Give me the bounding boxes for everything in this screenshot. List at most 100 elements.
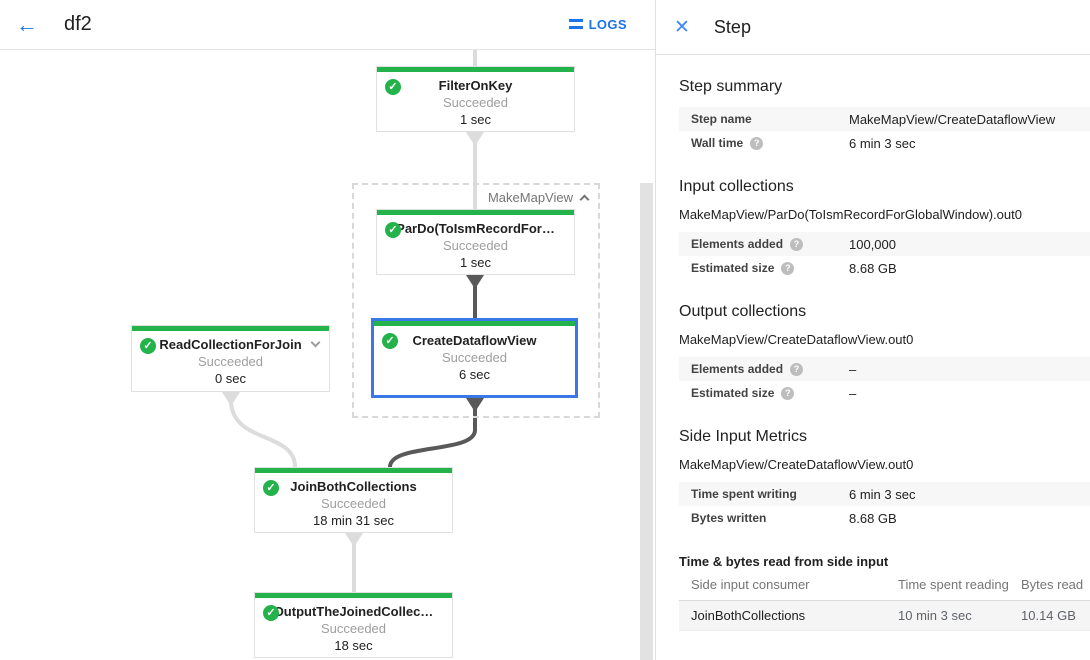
row-value: – bbox=[849, 385, 857, 401]
section-title-input-collections: Input collections bbox=[679, 178, 794, 195]
side-input-table-title: Time & bytes read from side input bbox=[679, 554, 889, 569]
help-icon[interactable] bbox=[781, 386, 795, 400]
graph-node-filteronkey[interactable]: FilterOnKey Succeeded 1 sec bbox=[376, 66, 575, 132]
back-arrow-icon[interactable]: ← bbox=[16, 11, 38, 37]
edge-arrow bbox=[222, 392, 240, 406]
cell-time-reading: 10 min 3 sec bbox=[898, 608, 972, 623]
col-bytes-read: Bytes read bbox=[1021, 577, 1084, 592]
node-time: 6 sec bbox=[458, 367, 491, 382]
success-check-icon bbox=[382, 333, 398, 349]
node-status: Succeeded bbox=[320, 496, 387, 511]
job-graph-canvas[interactable]: MakeMapView FilterOnKey Succeeded 1 sec … bbox=[0, 50, 655, 660]
input-collection-name: MakeMapView/ParDo(ToIsmRecordForGlobalWi… bbox=[679, 207, 1022, 222]
row-estimated-size: Estimated size – bbox=[679, 381, 1090, 405]
node-status-bar bbox=[374, 321, 575, 326]
cell-bytes-read: 10.14 GB bbox=[1021, 608, 1076, 623]
cell-consumer: JoinBothCollections bbox=[691, 608, 806, 623]
row-value: 8.68 GB bbox=[849, 510, 897, 526]
row-label: Elements added bbox=[691, 237, 784, 251]
node-status: Succeeded bbox=[442, 238, 509, 253]
row-value: MakeMapView/CreateDataflowView bbox=[849, 111, 1056, 127]
top-bar: ← df2 LOGS bbox=[0, 0, 655, 50]
chevron-up-icon bbox=[579, 194, 590, 205]
node-status: Succeeded bbox=[197, 354, 264, 369]
node-status: Succeeded bbox=[442, 95, 509, 110]
section-title-step-summary: Step summary bbox=[679, 78, 783, 95]
success-check-icon bbox=[140, 338, 156, 354]
graph-node-outputthejoined[interactable]: OutputTheJoinedCollec… Succeeded 18 sec bbox=[254, 592, 453, 658]
row-label: Step name bbox=[691, 112, 752, 126]
graph-scrollbar[interactable] bbox=[640, 183, 653, 660]
node-status-bar bbox=[377, 67, 574, 72]
row-wall-time: Wall time 6 min 3 sec bbox=[679, 131, 1090, 155]
node-status: Succeeded bbox=[441, 350, 508, 365]
node-title: OutputTheJoinedCollec… bbox=[273, 604, 434, 619]
panel-body: Step summary Step name MakeMapView/Creat… bbox=[656, 78, 1090, 631]
logs-button[interactable]: LOGS bbox=[568, 17, 627, 32]
node-time: 18 min 31 sec bbox=[313, 513, 394, 528]
edge-read-join bbox=[229, 399, 297, 468]
graph-node-createdataflowview[interactable]: CreateDataflowView Succeeded 6 sec bbox=[371, 318, 578, 398]
node-status-bar bbox=[132, 326, 329, 331]
output-collection-name: MakeMapView/CreateDataflowView.out0 bbox=[679, 332, 914, 347]
row-elements-added: Elements added – bbox=[679, 357, 1090, 381]
node-status-bar bbox=[255, 468, 452, 473]
node-status-bar bbox=[377, 210, 574, 215]
node-title: ReadCollectionForJoin bbox=[159, 337, 302, 352]
graph-pane: ← df2 LOGS MakeM bbox=[0, 0, 655, 660]
success-check-icon bbox=[263, 480, 279, 496]
row-label: Bytes written bbox=[691, 511, 767, 525]
row-label: Estimated size bbox=[691, 261, 775, 275]
edge-arrow bbox=[466, 132, 484, 146]
row-value: 100,000 bbox=[849, 236, 896, 252]
close-icon[interactable]: ✕ bbox=[674, 16, 690, 38]
panel-title: Step bbox=[713, 16, 751, 37]
success-check-icon bbox=[263, 605, 279, 621]
row-bytes-written: Bytes written 8.68 GB bbox=[679, 506, 1090, 530]
node-time: 0 sec bbox=[214, 371, 247, 386]
panel-header: ✕ Step bbox=[656, 0, 1090, 55]
graph-node-readcollectionforjoin[interactable]: ReadCollectionForJoin Succeeded 0 sec bbox=[131, 325, 330, 392]
row-value: 8.68 GB bbox=[849, 260, 897, 276]
node-title: JoinBothCollections bbox=[290, 479, 417, 494]
col-side-input-consumer: Side input consumer bbox=[691, 577, 810, 592]
node-status-bar bbox=[255, 593, 452, 598]
row-step-name: Step name MakeMapView/CreateDataflowView bbox=[679, 107, 1090, 131]
help-icon[interactable] bbox=[790, 362, 804, 376]
row-label: Elements added bbox=[691, 362, 784, 376]
help-icon[interactable] bbox=[781, 261, 795, 275]
graph-node-joinbothcollections[interactable]: JoinBothCollections Succeeded 18 min 31 … bbox=[254, 467, 453, 533]
group-label-text: MakeMapView bbox=[487, 190, 573, 205]
help-icon[interactable] bbox=[750, 136, 764, 150]
node-status: Succeeded bbox=[320, 621, 387, 636]
logs-button-label: LOGS bbox=[588, 17, 627, 32]
step-details-panel: ✕ Step Step summary Step name MakeMapVie… bbox=[655, 0, 1090, 660]
node-title: ParDo(ToIsmRecordFor… bbox=[396, 221, 555, 236]
list-icon bbox=[568, 19, 583, 30]
row-value: – bbox=[849, 361, 857, 377]
row-estimated-size: Estimated size 8.68 GB bbox=[679, 256, 1090, 280]
section-title-side-input-metrics: Side Input Metrics bbox=[679, 428, 808, 445]
node-title: CreateDataflowView bbox=[412, 333, 537, 348]
row-label: Time spent writing bbox=[691, 487, 797, 501]
node-time: 18 sec bbox=[334, 638, 373, 653]
success-check-icon bbox=[385, 222, 401, 238]
row-value: 6 min 3 sec bbox=[849, 486, 916, 502]
job-title: df2 bbox=[64, 13, 92, 35]
side-input-table-header: Side input consumer Time spent reading B… bbox=[679, 569, 1090, 601]
side-input-table-row: JoinBothCollections 10 min 3 sec 10.14 G… bbox=[679, 601, 1090, 631]
row-value: 6 min 3 sec bbox=[849, 135, 916, 151]
section-title-output-collections: Output collections bbox=[679, 303, 807, 320]
success-check-icon bbox=[385, 79, 401, 95]
row-elements-added: Elements added 100,000 bbox=[679, 232, 1090, 256]
row-time-spent-writing: Time spent writing 6 min 3 sec bbox=[679, 482, 1090, 506]
help-icon[interactable] bbox=[790, 237, 804, 251]
group-label[interactable]: MakeMapView bbox=[487, 190, 590, 205]
side-input-collection-name: MakeMapView/CreateDataflowView.out0 bbox=[679, 457, 914, 472]
composite-group-makemapview: MakeMapView bbox=[352, 183, 600, 418]
col-time-spent-reading: Time spent reading bbox=[898, 577, 1009, 592]
row-label: Wall time bbox=[691, 136, 744, 150]
graph-node-pardo[interactable]: ParDo(ToIsmRecordFor… Succeeded 1 sec bbox=[376, 209, 575, 275]
node-title: FilterOnKey bbox=[438, 78, 513, 93]
edge-arrow bbox=[345, 533, 363, 547]
